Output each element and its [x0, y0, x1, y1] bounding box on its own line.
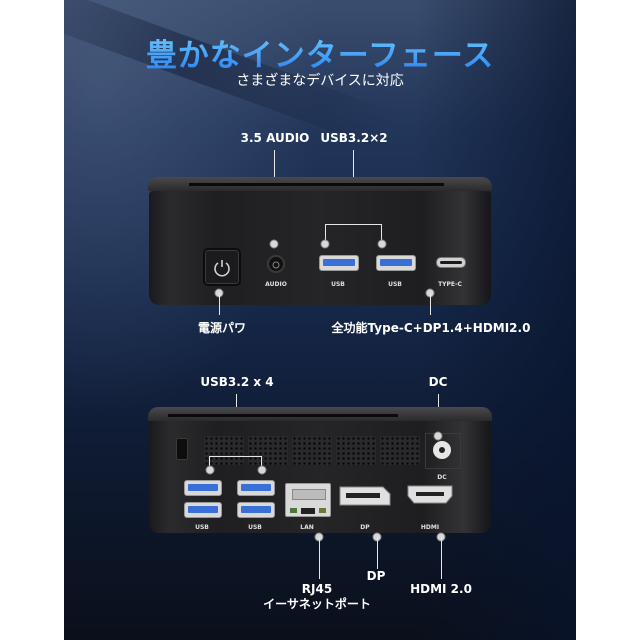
lan-led-right	[319, 508, 326, 513]
port-label-lan: LAN	[300, 524, 314, 531]
rear-usb-bracket	[209, 456, 262, 457]
port-label-typec: TYPE-C	[438, 281, 462, 288]
callout-power: 電源パワ	[197, 321, 247, 335]
dc-jack-icon	[439, 447, 445, 453]
callout-hdmi: HDMI 2.0	[410, 582, 472, 596]
port-label-audio: AUDIO	[265, 281, 287, 288]
usb-c-port-icon	[440, 261, 462, 264]
security-lock-slot	[176, 438, 188, 460]
dc-panel	[425, 433, 461, 469]
callout-audio: 3.5 AUDIO	[240, 131, 310, 145]
port-label-hdmi: HDMI	[420, 524, 440, 531]
callout-dc: DC	[428, 375, 448, 389]
lan-leader-line	[319, 537, 320, 579]
rear-usb-port-1[interactable]	[184, 480, 222, 496]
banner-title: 豊かなインターフェース	[64, 30, 576, 75]
rear-device-body: DC USB USB LAN DP HDMI	[149, 421, 491, 533]
vent-grille-4	[336, 436, 376, 465]
lan-led-left	[290, 508, 297, 513]
power-button[interactable]	[203, 248, 241, 286]
callout-rj45-line1: RJ45	[301, 582, 333, 596]
front-usb-port-2[interactable]	[376, 255, 416, 271]
rear-usb1-dot	[205, 465, 215, 475]
usb-bracket-left	[325, 224, 326, 244]
lan-port[interactable]	[285, 483, 331, 517]
usb-bracket-right	[381, 224, 382, 244]
vent-grille-5	[380, 436, 420, 465]
port-label-dp: DP	[360, 524, 370, 531]
usb-a-port-icon	[241, 506, 271, 513]
front-usb-port-1[interactable]	[319, 255, 359, 271]
displayport-port[interactable]	[339, 486, 391, 506]
port-label-usb-1: USB	[331, 281, 345, 288]
rear-usb-port-2[interactable]	[237, 480, 275, 496]
port-label-rear-usb-2: USB	[248, 524, 262, 531]
callout-front-usb: USB3.2×2	[320, 131, 388, 145]
dp-leader-line	[377, 537, 378, 569]
usb1-dot	[320, 239, 330, 249]
vent-grille-2	[248, 436, 288, 465]
hdmi-leader-line	[441, 537, 442, 579]
rear-vent-slot	[168, 414, 398, 417]
callout-dp: DP	[366, 569, 386, 583]
front-device-body: AUDIO USB USB TYPE-C	[149, 191, 491, 305]
usb-a-port-icon	[380, 259, 412, 266]
typec-leader-line	[430, 293, 431, 315]
rear-usb2-dot	[257, 465, 267, 475]
lan-latch	[301, 508, 315, 514]
usb-a-port-icon	[241, 484, 271, 491]
vent-grille-1	[204, 436, 244, 465]
port-label-rear-usb-1: USB	[195, 524, 209, 531]
rear-usb-port-3[interactable]	[184, 502, 222, 518]
usb-a-port-icon	[188, 506, 218, 513]
port-label-dc: DC	[437, 474, 447, 481]
hdmi-port[interactable]	[407, 485, 453, 504]
rear-usb-port-4[interactable]	[237, 502, 275, 518]
usb2-dot	[377, 239, 387, 249]
callout-rj45: RJ45 イーサネットポート	[263, 582, 371, 612]
power-leader-line	[219, 293, 220, 315]
vent-grille-3	[292, 436, 332, 465]
audio-jack-icon	[272, 261, 280, 269]
usb-c-port[interactable]	[436, 257, 466, 268]
callout-rear-usb: USB3.2 x 4	[200, 375, 274, 389]
audio-dot	[269, 239, 279, 249]
usb-bracket	[325, 224, 382, 225]
front-vent-slot	[189, 183, 444, 186]
usb-a-port-icon	[323, 259, 355, 266]
callout-typec: 全功能Type-C+DP1.4+HDMI2.0	[331, 321, 531, 335]
product-banner: 豊かなインターフェース さまざまなデバイスに対応 3.5 AUDIO USB3.…	[64, 0, 576, 640]
usb-a-port-icon	[188, 484, 218, 491]
banner-subtitle: さまざまなデバイスに対応	[236, 73, 404, 89]
rear-usb-bracket-left	[209, 456, 210, 470]
callout-rj45-line2: イーサネットポート	[263, 597, 371, 611]
dc-jack[interactable]	[433, 441, 451, 459]
power-icon	[214, 260, 230, 277]
ethernet-port-icon	[292, 489, 326, 500]
rear-usb-bracket-right	[261, 456, 262, 470]
dc-dot	[433, 431, 443, 441]
background-shadow	[416, 0, 576, 640]
audio-jack[interactable]	[267, 255, 285, 273]
port-label-usb-2: USB	[388, 281, 402, 288]
